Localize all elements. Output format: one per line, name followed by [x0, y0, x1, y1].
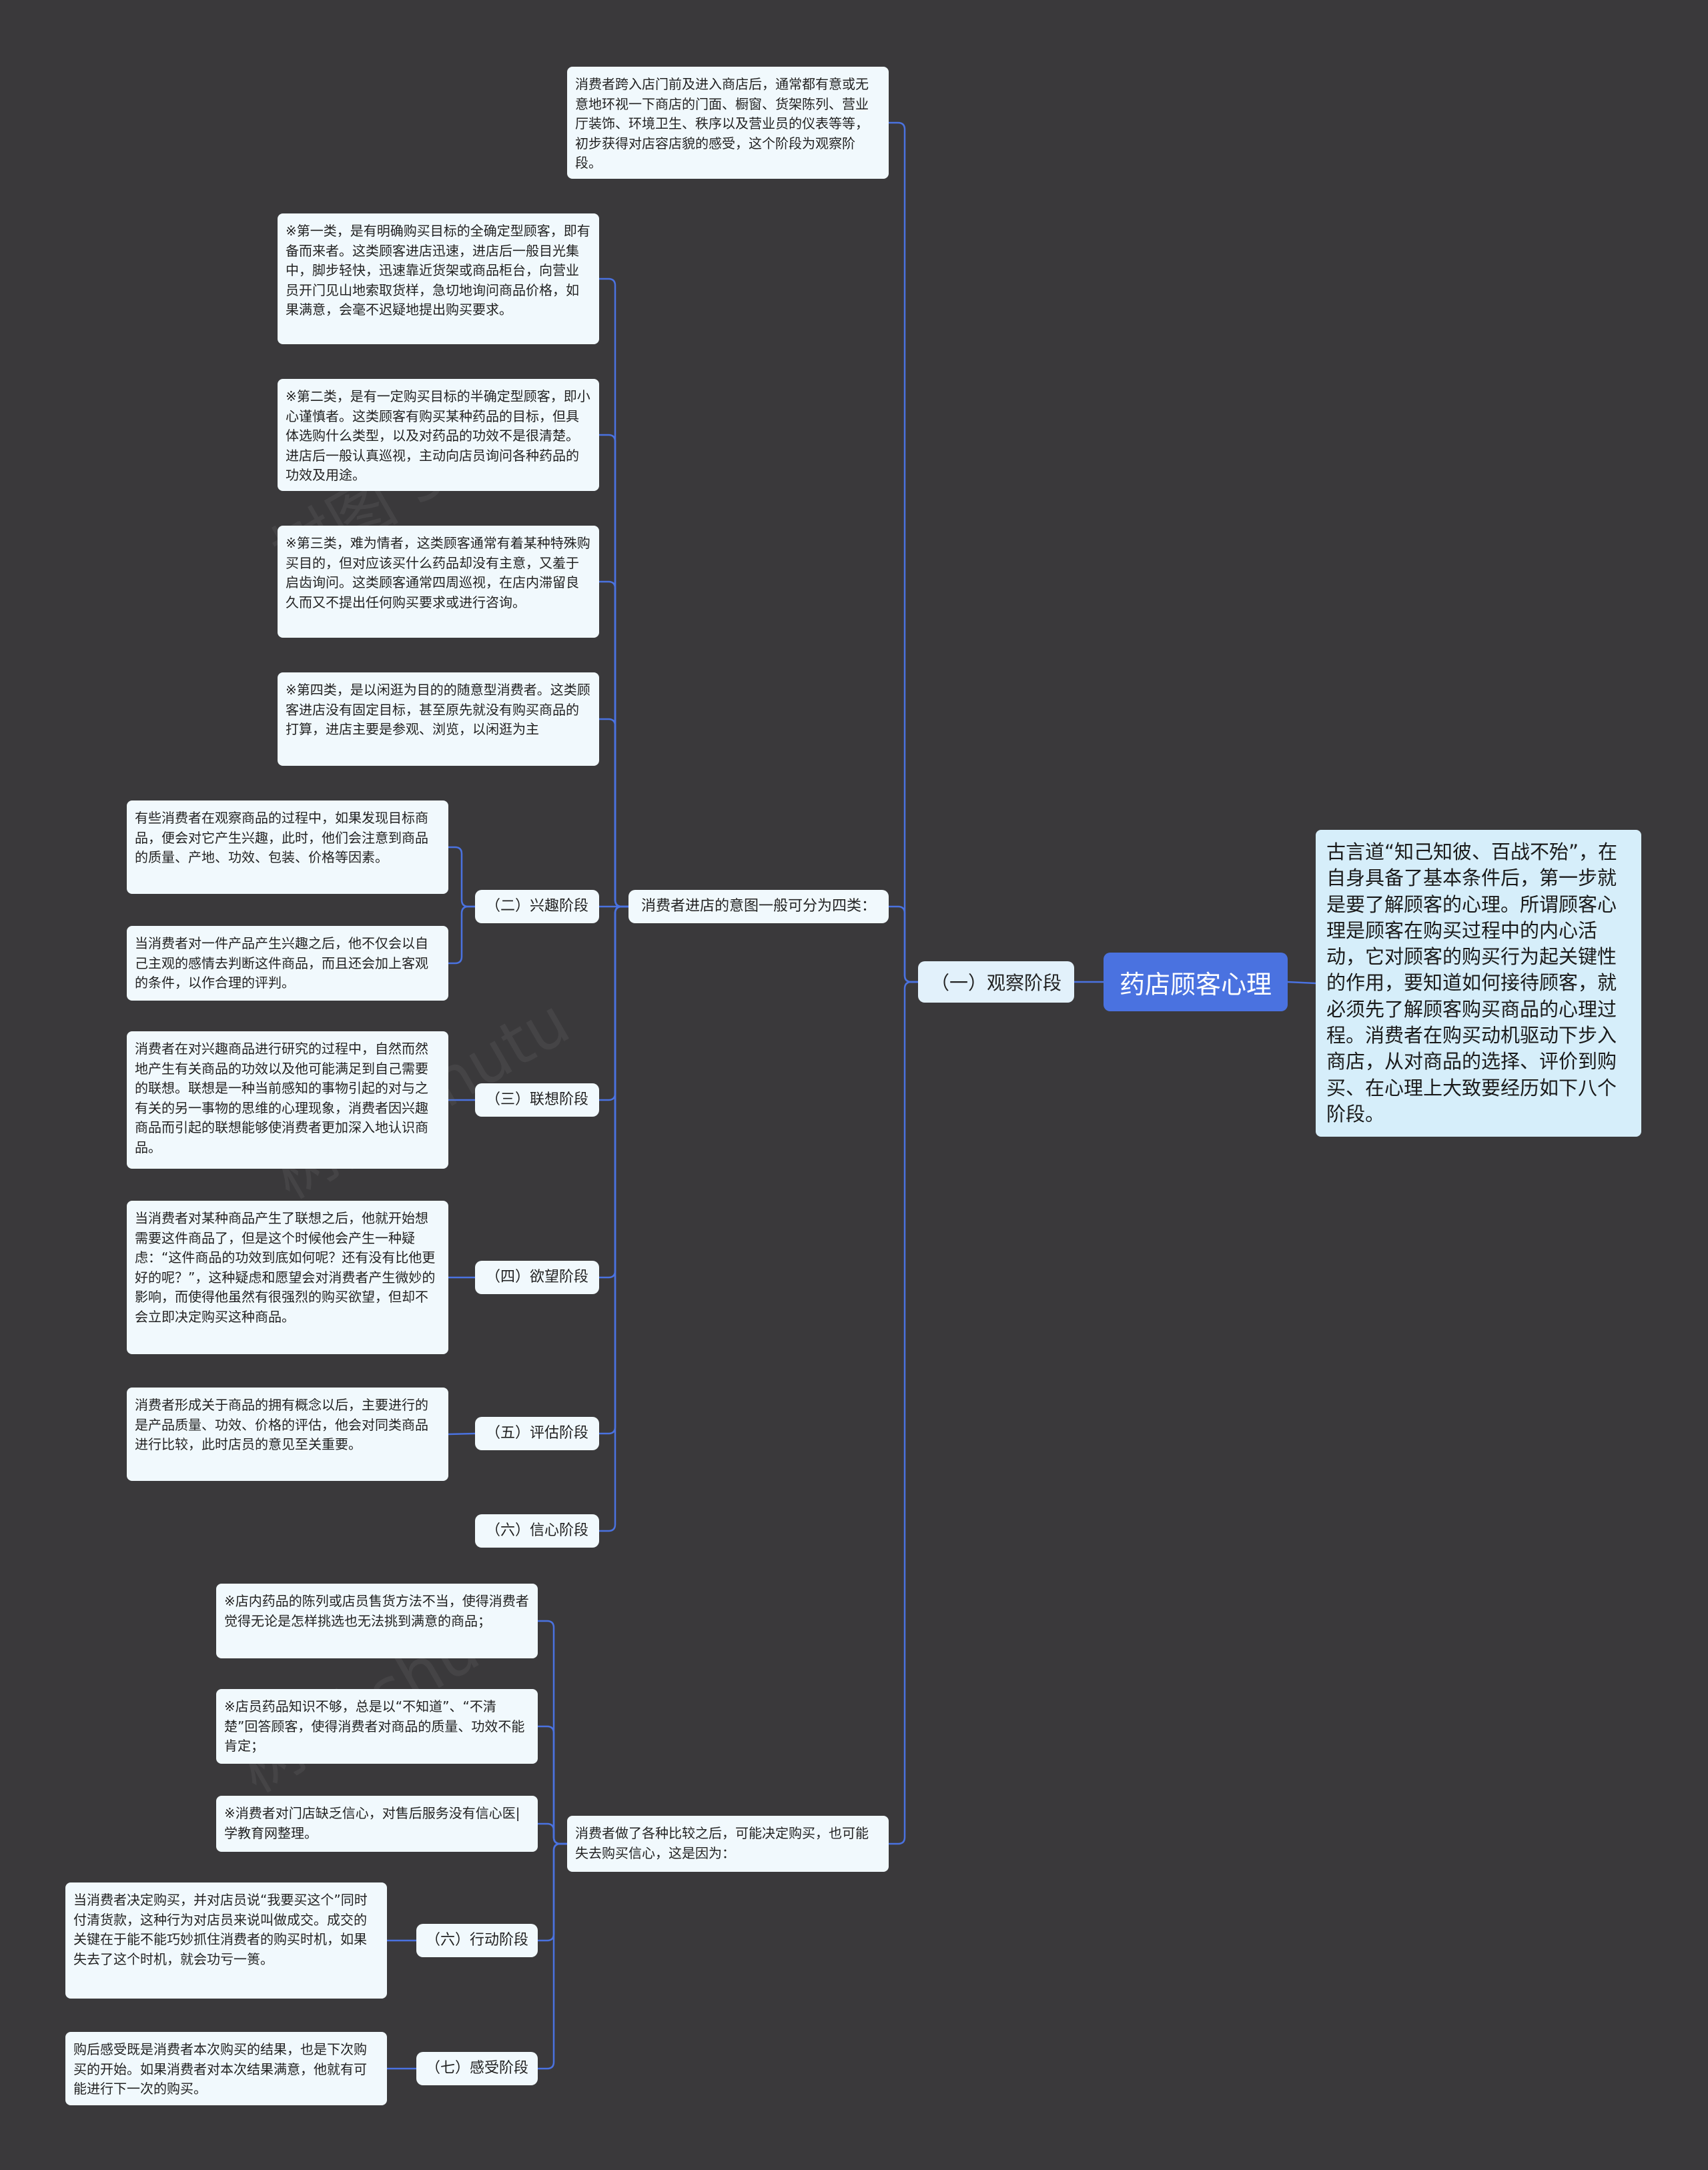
connector-line	[538, 1842, 567, 2070]
intent-type-node[interactable]: ※第三类，难为情者，这类顾客通常有着某种特殊购买目的，但对应该买什么药品却没有主…	[278, 526, 599, 638]
decision-reason-node[interactable]: ※消费者对门店缺乏信心，对售后服务没有信心医|学教育网整理。	[216, 1796, 538, 1852]
connector-line	[599, 905, 628, 1279]
stage-interest-node[interactable]: （二）兴趣阶段	[475, 890, 599, 923]
connector-line	[538, 1620, 567, 1845]
stage-detail-node[interactable]: 有些消费者在观察商品的过程中，如果发现目标商品，便会对它产生兴趣，此时，他们会注…	[127, 800, 448, 894]
decision-reason-node[interactable]: ※店内药品的陈列或店员售货方法不当，使得消费者觉得无论是怎样挑选也无法挑到满意的…	[216, 1584, 538, 1658]
connector-line	[599, 905, 628, 1435]
stage-detail-node[interactable]: 当消费者对某种商品产生了联想之后，他就开始想需要这件商品了，但是这个时候他会产生…	[127, 1201, 448, 1354]
decision-reason-node[interactable]: ※店员药品知识不够，总是以“不知道”、“不清楚”回答顾客，使得消费者对商品的质量…	[216, 1689, 538, 1764]
root-node[interactable]: 药店顾客心理	[1104, 953, 1288, 1011]
observe-detail-node[interactable]: 消费者跨入店门前及进入商店后，通常都有意或无意地环视一下商店的门面、橱窗、货架陈…	[567, 67, 889, 179]
intent-type-node[interactable]: ※第一类，是有明确购买目标的全确定型顾客，即有备而来者。这类顾客进店迅速，进店后…	[278, 213, 599, 344]
connector-line	[599, 905, 628, 1532]
stage-association-node[interactable]: （三）联想阶段	[475, 1083, 599, 1117]
connector-line	[448, 905, 475, 965]
decision-node[interactable]: 消费者做了各种比较之后，可能决定购买，也可能失去购买信心，这是因为：	[567, 1816, 889, 1872]
connector-line	[1287, 981, 1316, 985]
stage-feeling-node[interactable]: （七）感受阶段	[416, 2052, 538, 2085]
connector-line	[889, 121, 918, 983]
connector-line	[599, 278, 628, 908]
stage-action-node[interactable]: （六）行动阶段	[416, 1924, 538, 1957]
stage-desire-node[interactable]: （四）欲望阶段	[475, 1261, 599, 1294]
connector-line	[448, 846, 475, 908]
connector-line	[599, 718, 628, 908]
intent-type-node[interactable]: ※第四类，是以闲逛为目的的随意型消费者。这类顾客进店没有固定目标，甚至原先就没有…	[278, 672, 599, 766]
stage-observe-node[interactable]: （一）观察阶段	[918, 961, 1074, 1003]
intent-node[interactable]: 消费者进店的意图一般可分为四类：	[628, 890, 889, 923]
stage-detail-node[interactable]: 消费者形成关于商品的拥有概念以后，主要进行的是产品质量、功效、价格的评估，他会对…	[127, 1388, 448, 1481]
connector-line	[538, 1842, 567, 1942]
stage-detail-node[interactable]: 当消费者决定购买，并对店员说“我要买这个”同时付清货款，这种行为对店员来说叫做成…	[65, 1882, 387, 1999]
connector-line	[889, 981, 918, 1845]
connector-line	[538, 1725, 567, 1845]
connector-line	[599, 580, 628, 908]
intro-note: 古言道“知己知彼、百战不殆”，在自身具备了基本条件后，第一步就是要了解顾客的心理…	[1316, 830, 1641, 1137]
stage-detail-node[interactable]: 购后感受既是消费者本次购买的结果，也是下次购买的开始。如果消费者对本次结果满意，…	[65, 2032, 387, 2105]
intent-type-node[interactable]: ※第二类，是有一定购买目标的半确定型顾客，即小心谨慎者。这类顾客有购买某种药品的…	[278, 379, 599, 491]
connector-line	[889, 905, 918, 983]
stage-detail-node[interactable]: 消费者在对兴趣商品进行研究的过程中，自然而然地产生有关商品的功效以及他可能满足到…	[127, 1031, 448, 1169]
connector-line	[599, 905, 628, 1101]
stage-evaluate-node[interactable]: （五）评估阶段	[475, 1417, 599, 1450]
connector-line	[599, 434, 628, 908]
stage-confidence-node[interactable]: （六）信心阶段	[475, 1514, 599, 1548]
connector-line	[538, 1822, 567, 1845]
stage-detail-node[interactable]: 当消费者对一件产品产生兴趣之后，他不仅会以自己主观的感情去判断这件商品，而且还会…	[127, 926, 448, 1001]
